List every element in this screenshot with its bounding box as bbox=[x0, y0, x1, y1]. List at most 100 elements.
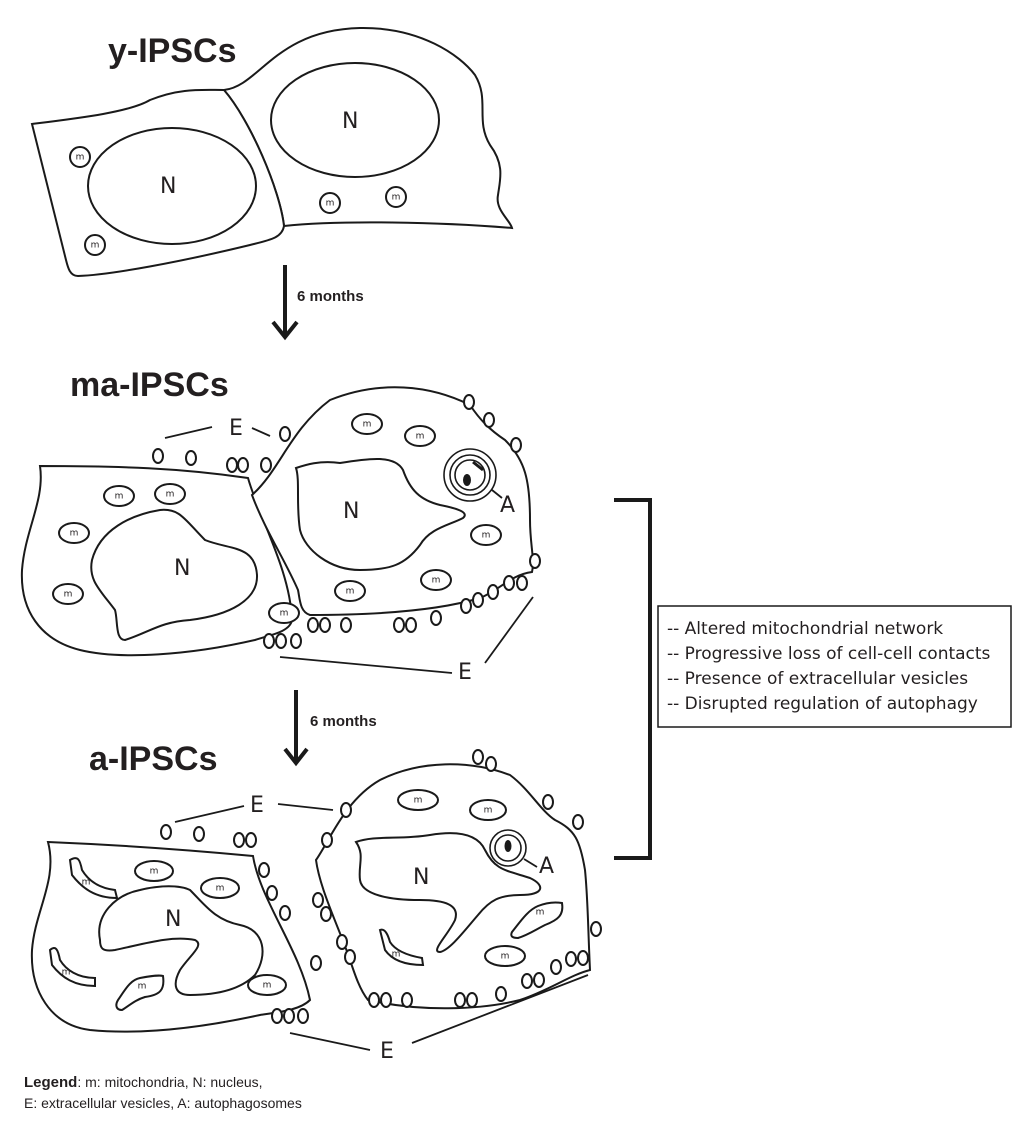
pointer-line bbox=[289, 1032, 371, 1051]
extracellular-vesicle bbox=[319, 617, 331, 633]
a-extracellular-vesicles bbox=[160, 749, 602, 1024]
nucleus-label: N bbox=[343, 499, 359, 524]
a-nucleus-left bbox=[98, 885, 264, 997]
pointer-line bbox=[174, 805, 245, 823]
extracellular-vesicle bbox=[233, 832, 245, 848]
extracellular-vesicle bbox=[521, 973, 533, 989]
a-mitochondria: m m m m m m m m m m m bbox=[48, 789, 564, 1012]
nucleus-label: N bbox=[342, 109, 358, 134]
extracellular-vesicle bbox=[472, 592, 484, 608]
mitochondrion-label: m bbox=[432, 576, 441, 586]
summary-item: -- Progressive loss of cell-cell contact… bbox=[667, 644, 991, 664]
mitochondrion bbox=[84, 234, 106, 256]
mitochondrion-label: m bbox=[392, 950, 401, 960]
extracellular-vesicle bbox=[245, 832, 257, 848]
extracellular-vesicle bbox=[279, 905, 291, 921]
summary-box bbox=[657, 605, 1012, 728]
extracellular-vesicle bbox=[565, 951, 577, 967]
autophagosome-label: A bbox=[500, 493, 515, 518]
mitochondrion bbox=[334, 580, 366, 602]
mitochondrion-elongated bbox=[510, 901, 564, 940]
mitochondrion bbox=[268, 602, 300, 624]
extracellular-vesicle bbox=[152, 448, 164, 464]
extracellular-vesicle bbox=[263, 633, 275, 649]
extracellular-vesicle bbox=[266, 885, 278, 901]
extracellular-vesicle bbox=[510, 437, 522, 453]
mitochondrion-label: m bbox=[280, 609, 289, 619]
extracellular-vesicle bbox=[577, 950, 589, 966]
mitochondrion-label: m bbox=[392, 193, 401, 203]
legend-line-2: E: extracellular vesicles, A: autophagos… bbox=[24, 1095, 302, 1111]
extracellular-vesicle bbox=[271, 1008, 283, 1024]
mitochondrion-elongated bbox=[115, 974, 165, 1012]
extracellular-vesicle bbox=[454, 992, 466, 1008]
extracellular-vesicle bbox=[466, 992, 478, 1008]
mitochondrion bbox=[103, 485, 135, 507]
stage-title-y-ipscs: y-IPSCs bbox=[108, 32, 237, 70]
extracellular-vesicle bbox=[405, 617, 417, 633]
mitochondrion bbox=[247, 974, 287, 996]
nucleus-label: N bbox=[165, 907, 181, 932]
pointer-line bbox=[164, 426, 213, 439]
mitochondrion-elongated bbox=[68, 857, 119, 900]
autophagosome-icon bbox=[443, 448, 497, 502]
nucleus-label: N bbox=[174, 556, 190, 581]
extracellular-vesicle bbox=[590, 921, 602, 937]
mitochondrion-label: m bbox=[482, 531, 491, 541]
extracellular-vesicle bbox=[550, 959, 562, 975]
y-nucleus-left bbox=[87, 127, 257, 245]
extracellular-vesicle bbox=[297, 1008, 309, 1024]
pointer-line bbox=[411, 974, 589, 1044]
extracellular-vesicle bbox=[283, 1008, 295, 1024]
extracellular-vesicle bbox=[542, 794, 554, 810]
mitochondrion bbox=[69, 146, 91, 168]
extracellular-vesicle bbox=[226, 457, 238, 473]
mitochondrion-label: m bbox=[363, 420, 372, 430]
arrow-down-icon bbox=[271, 265, 299, 341]
extracellular-vesicle bbox=[572, 814, 584, 830]
mitochondrion-label: m bbox=[91, 241, 100, 251]
mitochondrion-label: m bbox=[62, 968, 71, 978]
nucleus-label: N bbox=[413, 865, 429, 890]
extracellular-vesicle bbox=[401, 992, 413, 1008]
mitochondrion-label: m bbox=[536, 908, 545, 918]
extracellular-vesicle bbox=[260, 457, 272, 473]
mitochondrion-label: m bbox=[115, 492, 124, 502]
extracellular-vesicle bbox=[237, 457, 249, 473]
extracellular-vesicle bbox=[533, 972, 545, 988]
mitochondrion-elongated bbox=[48, 947, 96, 988]
mitochondrion-label: m bbox=[70, 529, 79, 539]
extracellular-vesicle bbox=[472, 749, 484, 765]
mitochondrion-label: m bbox=[64, 590, 73, 600]
mitochondrion bbox=[469, 799, 507, 821]
mitochondrion bbox=[404, 425, 436, 447]
extracellular-vesicle bbox=[380, 992, 392, 1008]
extracellular-vesicle bbox=[344, 949, 356, 965]
mitochondrion bbox=[134, 860, 174, 882]
extracellular-vesicle bbox=[503, 575, 515, 591]
extracellular-vesicle bbox=[160, 824, 172, 840]
extracellular-vesicle bbox=[336, 934, 348, 950]
mitochondrion-label: m bbox=[82, 878, 91, 888]
extracellular-vesicle bbox=[516, 575, 528, 591]
transition-label-2: 6 months bbox=[310, 713, 377, 730]
extracellular-vesicle bbox=[275, 633, 287, 649]
mitochondrion bbox=[319, 192, 341, 214]
extracellular-vesicle bbox=[279, 426, 291, 442]
ev-label: E bbox=[380, 1039, 394, 1064]
extracellular-vesicle bbox=[485, 756, 497, 772]
pointer-line bbox=[277, 803, 334, 811]
mitochondrion bbox=[397, 789, 439, 811]
pointer-line bbox=[484, 596, 534, 664]
extracellular-vesicle bbox=[463, 394, 475, 410]
mitochondrion bbox=[484, 945, 526, 967]
transition-label-1: 6 months bbox=[297, 288, 364, 305]
ev-label: E bbox=[250, 793, 264, 818]
extracellular-vesicle bbox=[320, 906, 332, 922]
legend-heading: Legend bbox=[24, 1074, 78, 1091]
ev-label: E bbox=[458, 660, 472, 685]
autophagosome-label: A bbox=[539, 854, 554, 879]
pointer-line bbox=[279, 656, 453, 674]
summary-item: -- Presence of extracellular vesicles bbox=[667, 669, 968, 689]
